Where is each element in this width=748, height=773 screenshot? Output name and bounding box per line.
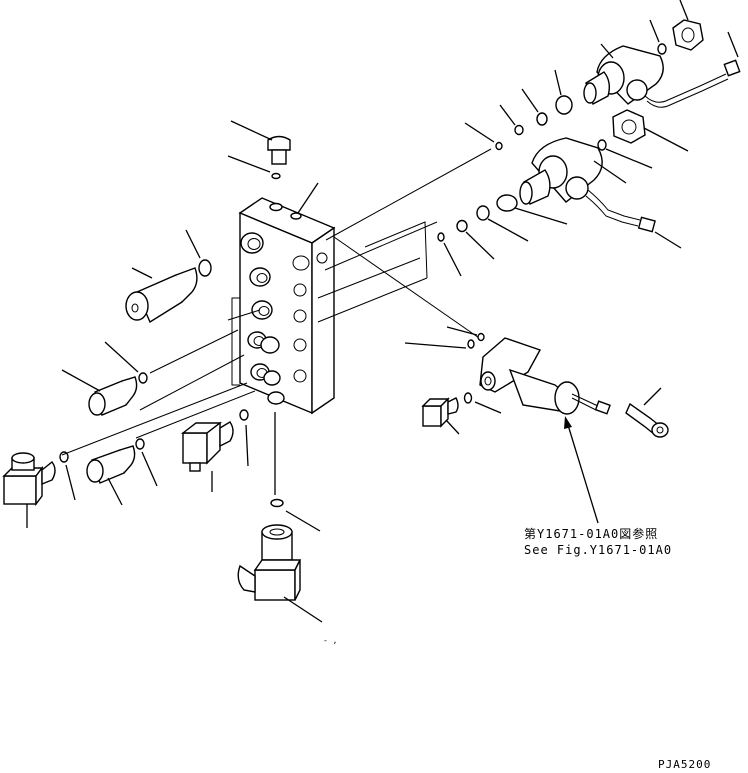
oring-bottom <box>270 498 321 532</box>
reference-arrow <box>564 416 599 524</box>
bottom-elbow-fitting <box>237 524 323 623</box>
upper-orings <box>464 69 573 151</box>
middle-orings <box>437 194 568 277</box>
upper-washer <box>649 19 667 55</box>
plug-mid <box>61 369 138 416</box>
oring-large <box>185 229 212 277</box>
top-bolt <box>230 120 291 165</box>
top-washer <box>227 155 281 180</box>
upper-nut <box>672 0 704 51</box>
elbow-fitting-center <box>180 421 234 492</box>
drawing-code: PJA5200 <box>658 758 712 771</box>
reference-note-jp: 第Y1671-01A0図参照 <box>524 527 659 541</box>
guide-lines <box>61 148 492 456</box>
right-elbow-fitting <box>421 397 460 435</box>
valve-block <box>231 197 336 415</box>
middle-nut <box>612 109 689 152</box>
oring-low-left <box>59 451 76 501</box>
middle-solenoid-valve <box>519 137 682 249</box>
right-solenoid-assembly <box>479 337 669 438</box>
block-leader <box>297 182 319 214</box>
right-small-parts <box>404 326 502 414</box>
oring-low <box>135 438 158 487</box>
oring-mid <box>104 341 148 384</box>
oring-center <box>239 409 249 467</box>
stray-mark: - , <box>323 636 337 645</box>
plug-low <box>86 445 136 506</box>
large-plug <box>125 267 198 324</box>
reference-note-en: See Fig.Y1671-01A0 <box>524 543 673 557</box>
upper-solenoid-valve <box>583 31 741 108</box>
middle-washer <box>597 139 653 169</box>
elbow-fitting-left <box>2 452 56 528</box>
